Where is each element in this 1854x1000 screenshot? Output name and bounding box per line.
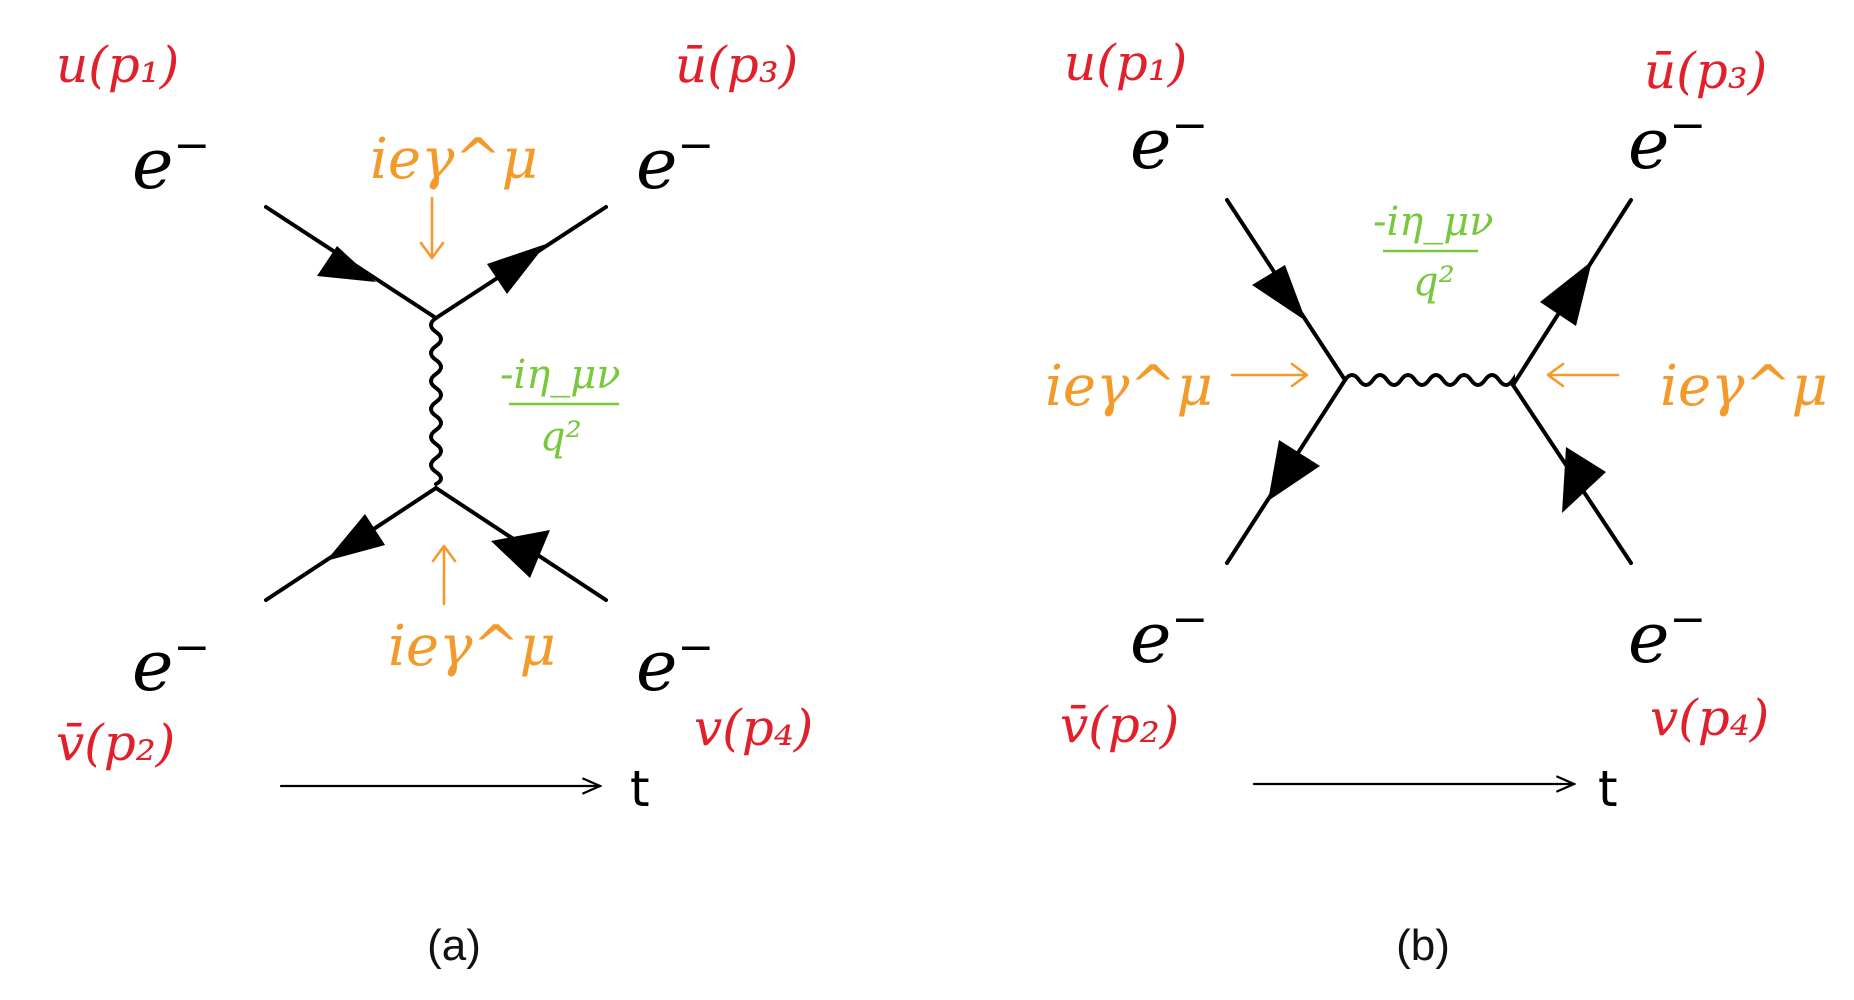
- diagram-b-arrowhead-top-right: [1540, 261, 1592, 326]
- diagram-b-spinor-label-top-left: u(p₁): [1064, 34, 1187, 92]
- diagram-a-electron-label-top-left: e−: [132, 120, 210, 205]
- diagram-a: e− e− e− e− u(p₁) ū(p₃) v̄(p₂) v(p₄) ieγ…: [56, 36, 813, 970]
- diagram-b-vertex-arrow-left: [1230, 362, 1309, 388]
- diagram-b-electron-label-bottom-right: e−: [1628, 594, 1706, 679]
- diagram-a-spinor-label-bottom-left: v̄(p₂): [56, 714, 175, 772]
- diagram-b: e− e− e− e− u(p₁) ū(p₃) v̄(p₂) v(p₄) ieγ…: [1045, 34, 1828, 970]
- diagram-a-arrowhead-top-right: [487, 244, 546, 294]
- diagram-a-spinor-label-top-left: u(p₁): [56, 36, 179, 94]
- diagram-a-vertex-factor-top: ieγ^μ: [370, 127, 538, 192]
- diagram-a-time-axis-label: t: [630, 760, 650, 818]
- diagram-a-spinor-label-top-right: ū(p₃): [675, 36, 798, 94]
- diagram-b-electron-label-bottom-left: e−: [1130, 594, 1208, 679]
- diagram-b-vertex-factor-right: ieγ^μ: [1660, 354, 1828, 419]
- diagram-a-vertex-arrow-top: [419, 196, 445, 260]
- diagram-b-arrowhead-bottom-left: [1268, 440, 1320, 501]
- diagram-a-vertex-arrow-bottom: [431, 544, 457, 606]
- diagram-a-photon-propagator: [429, 316, 443, 486]
- diagram-a-vertex-factor-bottom: ieγ^μ: [388, 614, 556, 679]
- diagram-a-spinor-label-bottom-right: v(p₄): [694, 699, 813, 757]
- diagram-a-caption: (a): [427, 921, 481, 970]
- diagram-b-photon-propagator: [1343, 373, 1515, 387]
- diagram-a-arrowhead-bottom-left: [326, 514, 385, 561]
- diagram-b-propagator-denominator: q²: [1413, 259, 1455, 305]
- diagram-b-spinor-label-bottom-right: v(p₄): [1650, 689, 1769, 747]
- diagram-a-electron-label-bottom-left: e−: [132, 622, 210, 707]
- diagram-a-propagator-denominator: q²: [540, 414, 582, 460]
- diagram-b-vertex-factor-left: ieγ^μ: [1045, 354, 1213, 419]
- diagram-b-spinor-label-top-right: ū(p₃): [1644, 42, 1767, 100]
- diagram-a-arrowhead-bottom-right: [491, 530, 550, 578]
- diagram-b-arrowhead-bottom-right: [1562, 447, 1606, 513]
- diagram-b-time-axis-label: t: [1598, 760, 1618, 818]
- diagram-b-electron-label-top-left: e−: [1130, 100, 1208, 185]
- diagram-b-electron-label-top-right: e−: [1628, 100, 1706, 185]
- diagram-b-arrowhead-top-left: [1252, 265, 1306, 321]
- diagram-a-electron-label-top-right: e−: [636, 120, 714, 205]
- diagram-a-electron-label-bottom-right: e−: [636, 622, 714, 707]
- diagram-a-propagator-numerator: -iη_μν: [500, 352, 621, 398]
- diagram-b-caption: (b): [1396, 921, 1450, 970]
- diagram-b-vertex-arrow-right: [1546, 362, 1620, 388]
- diagram-b-spinor-label-bottom-left: v̄(p₂): [1060, 696, 1179, 754]
- diagram-b-propagator-numerator: -iη_μν: [1373, 199, 1494, 245]
- diagram-a-arrowhead-top-left: [317, 246, 376, 282]
